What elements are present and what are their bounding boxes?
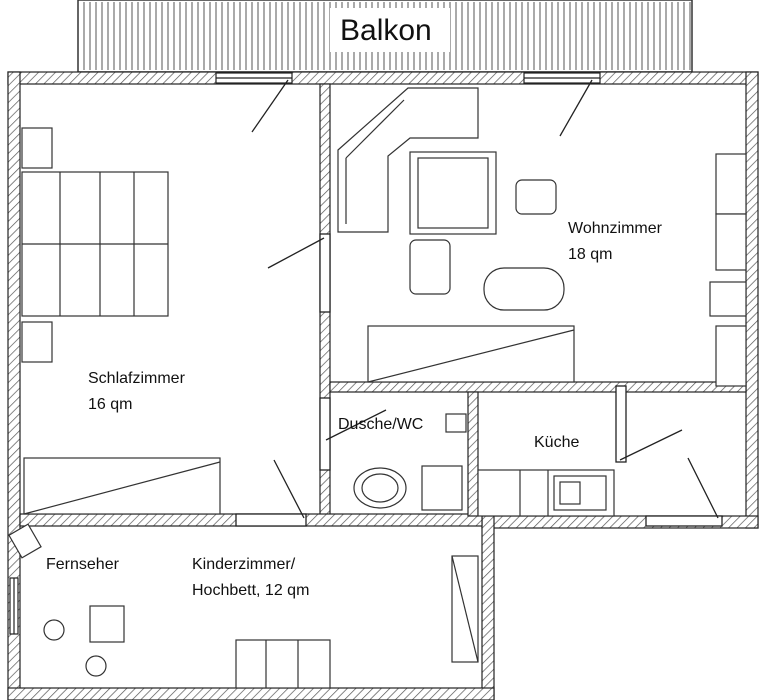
tv-stand xyxy=(8,523,42,559)
wardrobe xyxy=(23,457,221,515)
corner-sofa xyxy=(337,87,479,233)
kids-chairs xyxy=(43,605,125,677)
table-and-chairs xyxy=(409,151,565,311)
bedroom-name: Schlafzimmer xyxy=(88,370,185,387)
windows xyxy=(9,72,601,635)
kids-room-name: Kinderzimmer/ xyxy=(192,556,296,573)
living-room-name: Wohnzimmer xyxy=(568,220,662,237)
desk xyxy=(451,555,479,663)
living-room-area: 18 qm xyxy=(568,246,613,263)
kitchen-counter xyxy=(477,469,615,517)
kitchen-name: Küche xyxy=(534,434,580,451)
tv-label: Fernseher xyxy=(46,556,119,573)
nightstands xyxy=(21,127,53,363)
doors xyxy=(235,79,723,527)
bed xyxy=(21,171,169,317)
loft-bed xyxy=(235,639,331,689)
balcony-label: Balkon xyxy=(340,14,432,47)
bedroom-area: 16 qm xyxy=(88,396,133,413)
shelf xyxy=(709,153,747,387)
kids-room-area: Hochbett, 12 qm xyxy=(192,582,310,599)
sofa xyxy=(367,325,575,383)
balcony xyxy=(77,0,693,73)
bathroom-name: Dusche/WC xyxy=(338,416,424,433)
bathroom-fixtures xyxy=(353,413,467,511)
